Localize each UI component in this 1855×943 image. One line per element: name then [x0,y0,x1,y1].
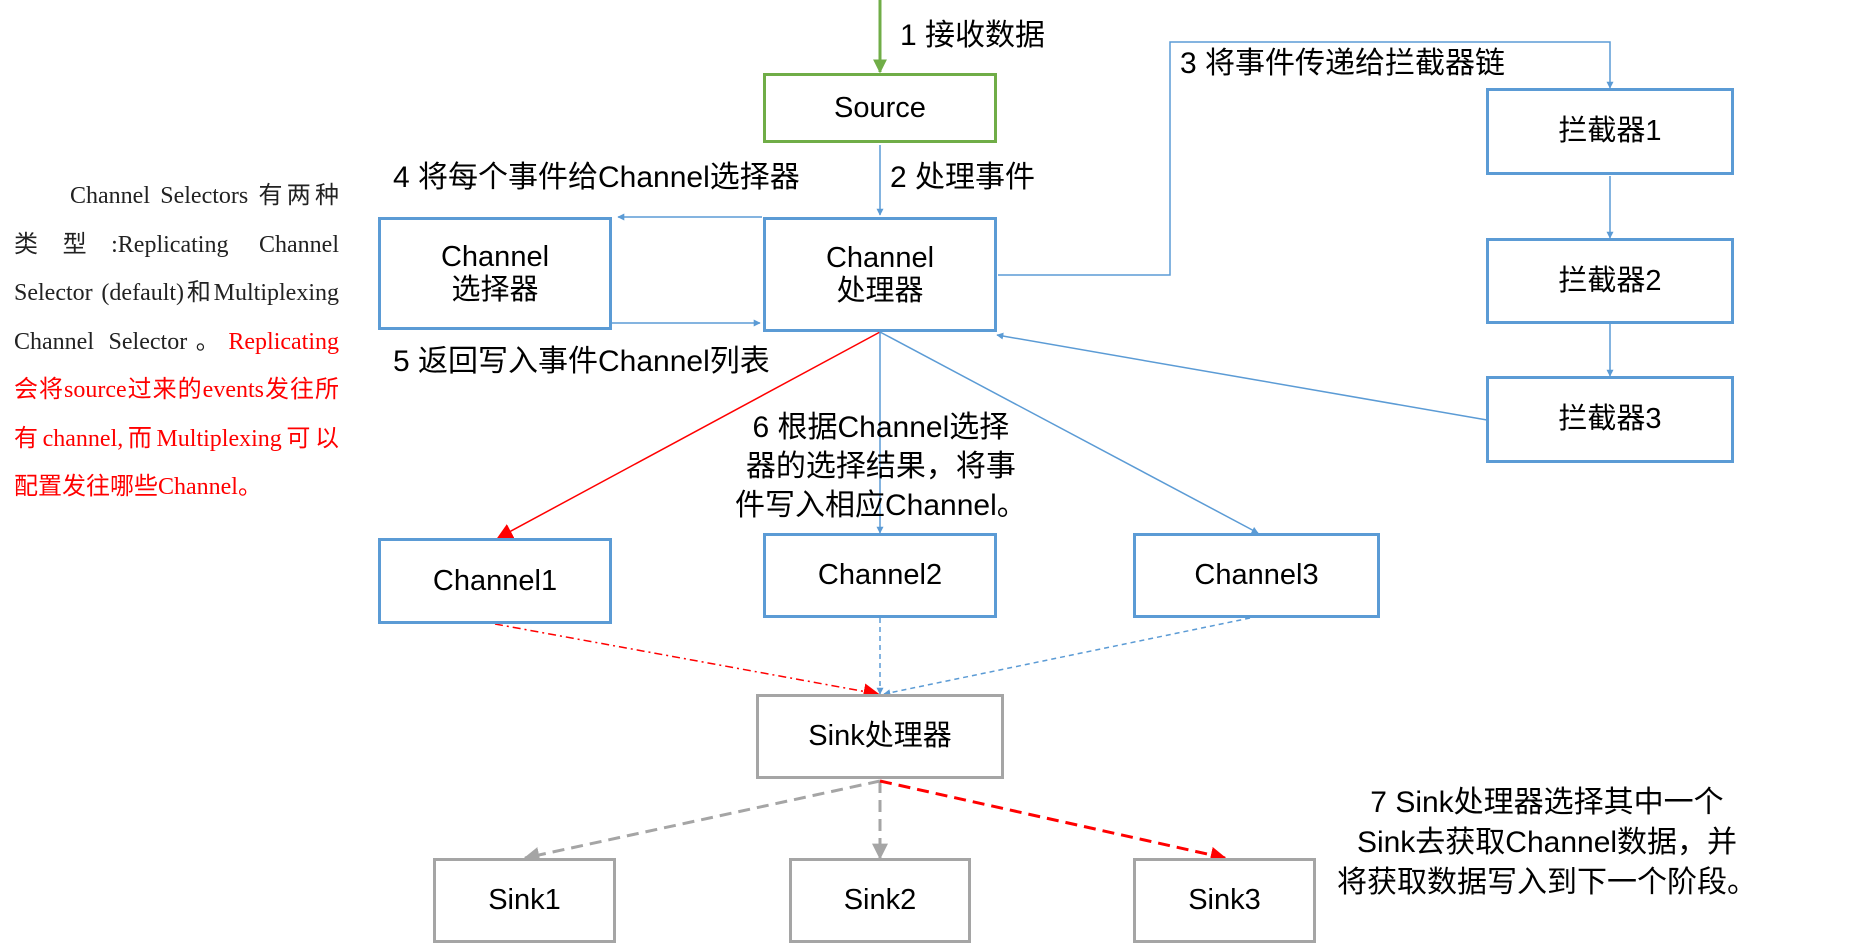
arrow-processor-to-channel1 [496,331,881,539]
channel-selector-box: Channel 选择器 [378,217,612,330]
arrow-sink-processor-to-sink3 [879,779,1227,863]
note-text-black: Channel Selectors 有两种类型:Replicating Chan… [14,183,339,355]
step2-label: 2 处理事件 [890,161,1036,194]
step7-label: 7 Sink处理器选择其中一个 Sink去获取Channel数据，并 将获取数据… [1337,786,1757,899]
arrow-processor-to-interceptor-chain [998,41,1614,276]
channel1-box: Channel1 [378,538,612,624]
step5-label: 5 返回写入事件Channel列表 [393,345,770,378]
note-text-red: Replicating 会将source过来的events发往所有channel… [14,328,339,501]
arrow-channel3-to-sink-processor [883,617,1251,697]
channel-selectors-note: Channel Selectors 有两种类型:Replicating Chan… [14,172,339,512]
step4-label: 4 将每个事件给Channel选择器 [393,161,800,194]
source-box: Source [763,73,997,143]
sink2-box: Sink2 [789,858,971,943]
step3-label: 3 将事件传递给拦截器链 [1180,47,1506,80]
sink1-box: Sink1 [433,858,616,943]
step6-label: 6 根据Channel选择 器的选择结果，将事 件写入相应Channel。 [735,411,1027,522]
interceptor2-box: 拦截器2 [1486,238,1734,324]
channel2-box: Channel2 [763,533,997,618]
step1-label: 1 接收数据 [900,19,1046,52]
arrow-sink-processor-to-sink1 [523,779,881,863]
interceptor3-box: 拦截器3 [1486,376,1734,463]
sink3-box: Sink3 [1133,858,1316,943]
arrow-interceptor3-to-processor [996,332,1488,421]
channel3-box: Channel3 [1133,533,1380,618]
arrow-processor-to-channel3 [879,331,1259,534]
arrow-channel1-to-sink-processor [494,623,880,700]
channel-processor-box: Channel 处理器 [763,217,997,332]
sink-processor-box: Sink处理器 [756,694,1004,779]
interceptor1-box: 拦截器1 [1486,88,1734,175]
